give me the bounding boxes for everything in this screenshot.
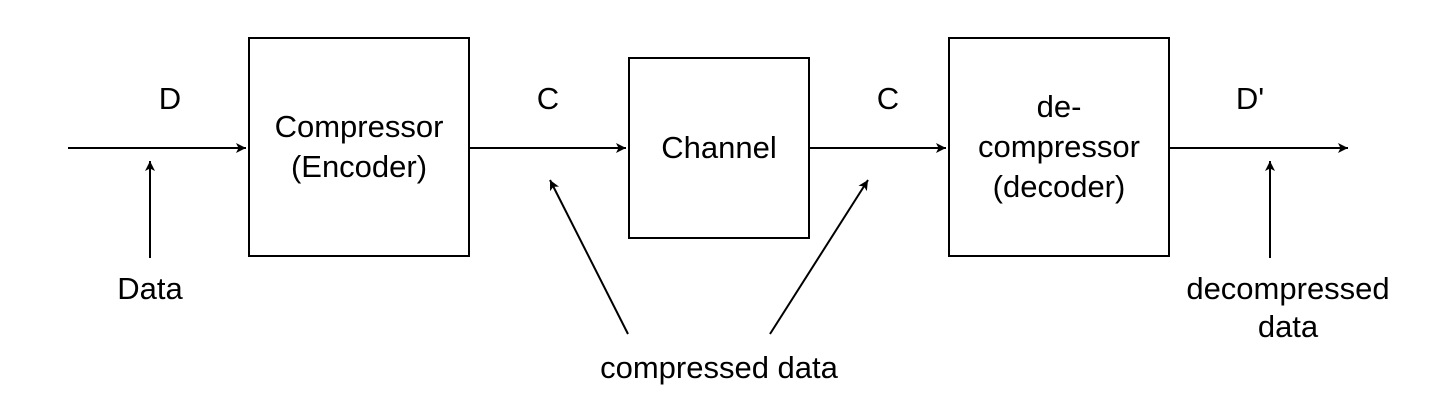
signal-label-d-prime: D'	[1235, 81, 1265, 116]
compressor-block: Compressor (Encoder)	[248, 37, 470, 257]
compressed-data-annotation: compressed data	[600, 350, 838, 385]
channel-block: Channel	[628, 57, 810, 239]
channel-label: Channel	[661, 130, 777, 165]
compressor-label: Compressor (Encoder)	[274, 109, 444, 184]
data-annotation: Data	[117, 271, 183, 306]
signal-label-c-second: C	[876, 81, 900, 116]
compressed-data-pointer-left	[549, 179, 629, 335]
decompressor-label: de- compressor (decoder)	[978, 89, 1140, 204]
compressed-data-pointer-right	[769, 179, 869, 335]
decompressed-data-annotation: decompressed data	[1186, 271, 1390, 344]
signal-label-d: D	[158, 81, 182, 116]
signal-label-c-first: C	[536, 81, 560, 116]
decompressor-block: de- compressor (decoder)	[948, 37, 1170, 257]
